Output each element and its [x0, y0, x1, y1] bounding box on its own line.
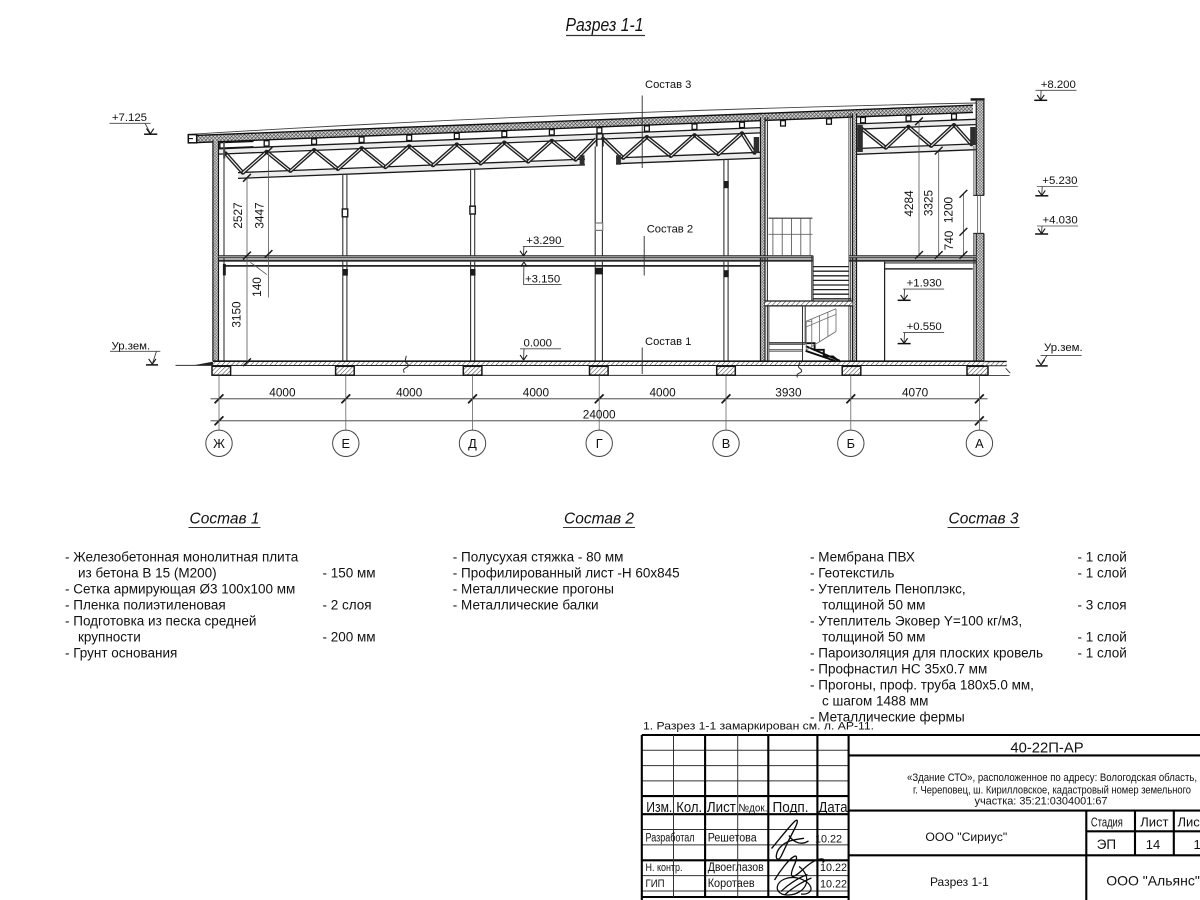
- svg-text:Решетова: Решетова: [708, 833, 758, 845]
- svg-text:- Полусухая стяжка - 80 мм: - Полусухая стяжка - 80 мм: [453, 550, 624, 565]
- svg-text:- 1 слой: - 1 слой: [1078, 630, 1127, 645]
- svg-text:3447: 3447: [252, 202, 266, 228]
- svg-text:Ж: Ж: [213, 436, 225, 451]
- svg-text:2527: 2527: [231, 202, 245, 228]
- svg-text:Б: Б: [847, 436, 855, 451]
- svg-text:Лист: Лист: [707, 800, 736, 816]
- svg-text:Листов: Листов: [1178, 815, 1200, 830]
- svg-text:1200: 1200: [942, 196, 956, 223]
- svg-text:3930: 3930: [775, 385, 802, 399]
- svg-text:- 200 мм: - 200 мм: [323, 630, 376, 645]
- svg-text:+3.290: +3.290: [526, 235, 561, 247]
- svg-text:4000: 4000: [649, 385, 676, 399]
- svg-text:Н. контр.: Н. контр.: [646, 862, 683, 874]
- svg-text:Состав 3: Состав 3: [949, 511, 1019, 528]
- svg-text:г. Череповец, ш. Кирилловское,: г. Череповец, ш. Кирилловское, кадастров…: [913, 784, 1191, 796]
- svg-text:Кол.: Кол.: [676, 800, 702, 816]
- svg-text:+4.030: +4.030: [1043, 215, 1078, 227]
- svg-text:ООО "Сириус": ООО "Сириус": [925, 830, 1007, 844]
- svg-text:- Прогоны, проф. труба 180х5.0: - Прогоны, проф. труба 180х5.0 мм,: [810, 678, 1034, 693]
- svg-text:- 1 слой: - 1 слой: [1078, 566, 1127, 581]
- svg-text:крупности: крупности: [78, 630, 141, 645]
- svg-text:- Мембрана ПВХ: - Мембрана ПВХ: [810, 550, 915, 565]
- svg-text:0.000: 0.000: [524, 337, 553, 349]
- svg-text:Состав 2: Состав 2: [647, 223, 693, 235]
- svg-text:- 3 слоя: - 3 слоя: [1078, 598, 1127, 613]
- svg-text:- Профилированный лист -Н 60х8: - Профилированный лист -Н 60х845: [453, 566, 680, 581]
- svg-text:Разрез 1-1: Разрез 1-1: [566, 15, 644, 35]
- svg-text:Подп.: Подп.: [773, 800, 809, 816]
- svg-text:+3.150: +3.150: [525, 273, 560, 285]
- svg-text:+7.125: +7.125: [112, 112, 147, 124]
- svg-text:Разрез 1-1: Разрез 1-1: [930, 875, 989, 889]
- svg-text:3150: 3150: [230, 301, 244, 328]
- svg-text:- Грунт основания: - Грунт основания: [65, 646, 177, 661]
- svg-text:«Здание СТО», расположенное по: «Здание СТО», расположенное по адресу: В…: [907, 772, 1197, 784]
- svg-text:- Пароизоляция для плоских кро: - Пароизоляция для плоских кровель: [810, 646, 1043, 661]
- svg-text:+1.930: +1.930: [907, 278, 942, 290]
- svg-text:- Сетка армирующая Ø3 100х100: - Сетка армирующая Ø3 100х100 мм: [65, 582, 295, 597]
- svg-text:24000: 24000: [583, 407, 616, 421]
- svg-text:+8.200: +8.200: [1041, 79, 1076, 91]
- svg-text:ГИП: ГИП: [646, 878, 665, 890]
- svg-text:№док.: №док.: [739, 802, 768, 814]
- svg-text:с шагом 1488 мм: с шагом 1488 мм: [822, 694, 928, 709]
- svg-text:- Железобетонная монолитная п: - Железобетонная монолитная плита: [65, 550, 299, 565]
- svg-text:4070: 4070: [902, 385, 929, 399]
- svg-text:Дата: Дата: [819, 800, 849, 816]
- svg-text:- Утеплитель Эковер Y=100 кг/м: - Утеплитель Эковер Y=100 кг/м3,: [810, 614, 1022, 629]
- svg-text:- Металлические фермы: - Металлические фермы: [810, 710, 965, 725]
- svg-text:140: 140: [250, 277, 264, 297]
- svg-text:Двоеглазов: Двоеглазов: [708, 862, 764, 874]
- svg-text:14: 14: [1146, 837, 1160, 852]
- svg-text:- 1 слой: - 1 слой: [1078, 646, 1127, 661]
- svg-text:1. Разрез 1-1 замаркирован см.: 1. Разрез 1-1 замаркирован см. л. АР-11.: [643, 721, 874, 733]
- svg-text:А: А: [975, 436, 984, 451]
- svg-text:10.22: 10.22: [820, 879, 847, 891]
- svg-text:Изм.: Изм.: [646, 800, 672, 816]
- svg-text:- Металлические прогоны: - Металлические прогоны: [453, 582, 614, 597]
- svg-text:толщиной 50 мм: толщиной 50 мм: [822, 630, 925, 645]
- svg-text:10.22: 10.22: [815, 834, 842, 846]
- svg-text:Ур.зем.: Ур.зем.: [1044, 342, 1083, 354]
- svg-text:Разработал: Разработал: [646, 833, 695, 845]
- svg-text:В: В: [722, 436, 731, 451]
- svg-text:- 150 мм: - 150 мм: [323, 566, 376, 581]
- svg-text:толщиной 50 мм: толщиной 50 мм: [822, 598, 925, 613]
- svg-text:ЭП: ЭП: [1097, 837, 1116, 852]
- svg-text:740: 740: [942, 230, 956, 250]
- svg-text:Ур.зем.: Ур.зем.: [112, 340, 151, 352]
- svg-text:4000: 4000: [269, 385, 296, 399]
- svg-text:- Подготовка из песка средней: - Подготовка из песка средней: [65, 614, 256, 629]
- svg-text:- 2 слоя: - 2 слоя: [323, 598, 372, 613]
- svg-text:Состав 1: Состав 1: [190, 511, 260, 528]
- svg-text:Лист: Лист: [1140, 815, 1168, 830]
- svg-text:- 1 слой: - 1 слой: [1078, 550, 1127, 565]
- svg-text:- Пленка полиэтиленовая: - Пленка полиэтиленовая: [65, 598, 226, 613]
- svg-text:- Утеплитель Пеноплэкс,: - Утеплитель Пеноплэкс,: [810, 582, 966, 597]
- svg-text:Г: Г: [596, 436, 603, 451]
- svg-text:- Профнастил НС 35х0.7 мм: - Профнастил НС 35х0.7 мм: [810, 662, 987, 677]
- svg-text:Состав 3: Состав 3: [645, 79, 691, 91]
- svg-text:- Геотекстиль: - Геотекстиль: [810, 566, 894, 581]
- svg-text:10.22: 10.22: [820, 862, 847, 874]
- svg-text:3325: 3325: [922, 189, 936, 216]
- svg-text:+0.550: +0.550: [907, 321, 942, 333]
- svg-text:Стадия: Стадия: [1091, 815, 1123, 830]
- svg-text:4000: 4000: [523, 385, 550, 399]
- svg-text:- Металлические балки: - Металлические балки: [453, 598, 599, 613]
- svg-text:+5.230: +5.230: [1042, 175, 1077, 187]
- svg-text:16: 16: [1194, 837, 1200, 852]
- svg-text:ООО "Альянс": ООО "Альянс": [1106, 872, 1200, 888]
- svg-text:Состав 1: Состав 1: [645, 336, 691, 348]
- svg-text:Д: Д: [468, 436, 477, 451]
- svg-text:40-22П-АР: 40-22П-АР: [1010, 741, 1083, 757]
- svg-text:из бетона В 15 (М200): из бетона В 15 (М200): [78, 566, 217, 581]
- svg-text:Состав 2: Состав 2: [564, 511, 634, 528]
- svg-text:4284: 4284: [902, 190, 916, 217]
- svg-text:участка: 35:21:0304001:67: участка: 35:21:0304001:67: [975, 796, 1108, 808]
- svg-text:4000: 4000: [396, 385, 423, 399]
- svg-text:Коротаев: Коротаев: [708, 878, 755, 890]
- svg-text:Е: Е: [342, 436, 351, 451]
